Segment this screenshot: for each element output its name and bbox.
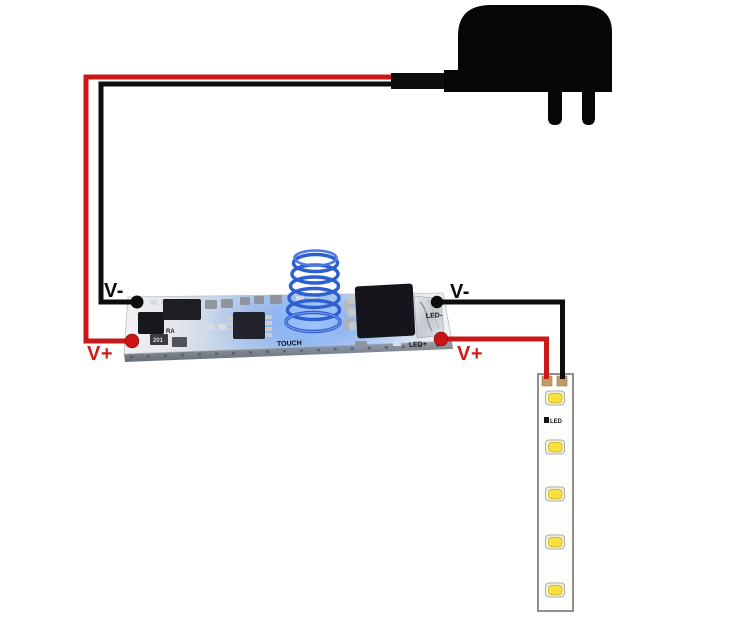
adapter-body [444, 5, 612, 92]
led-chip [545, 390, 565, 406]
led-chip [545, 486, 565, 502]
label-v-minus-left: V- [104, 280, 124, 302]
silkscreen-led-plus: LED+ [409, 341, 427, 349]
wires [83, 73, 565, 379]
controller-board: 201 RA [123, 249, 453, 362]
capacitors [205, 295, 367, 347]
power-adapter [444, 5, 612, 125]
wire-negative-right [439, 299, 565, 379]
board-edge-castellations [129, 343, 451, 359]
resistor-2 [172, 337, 187, 347]
resistor-201-label: 201 [153, 338, 164, 344]
label-v-plus-left: V+ [87, 343, 113, 365]
silkscreen-led-minus: LED- [426, 312, 443, 320]
mosfet-chip [347, 283, 416, 339]
resistor-201 [150, 334, 168, 345]
wire-positive-left [83, 74, 440, 344]
pad-reflection [426, 299, 440, 329]
led-chip [545, 439, 565, 455]
ic-chip [163, 299, 201, 320]
led-strip: LED [537, 373, 574, 612]
solder-dot-negative-left [130, 295, 144, 309]
adapter-prong-right [582, 92, 595, 125]
solder-dot-positive-left [124, 333, 140, 349]
wire-negative-left [98, 81, 440, 305]
led-chip [545, 534, 565, 550]
solder-dot-negative-right [430, 295, 444, 309]
silkscreen-touch: TOUCH [277, 340, 302, 348]
solder-dot-positive-right [433, 331, 449, 347]
wire-positive-right [442, 336, 549, 379]
adapter-prong-left [548, 92, 562, 125]
strip-marking: LED [550, 419, 563, 425]
pad-reflection [419, 301, 433, 332]
label-v-plus-right: V+ [457, 343, 483, 365]
soic-chip [226, 312, 272, 339]
led-chip [545, 582, 565, 598]
label-v-minus-right: V- [450, 281, 470, 303]
silkscreen-ra: RA [166, 329, 175, 335]
transistor-chip [138, 312, 164, 334]
strip-marking-block [544, 417, 549, 423]
touch-spring [277, 249, 349, 346]
